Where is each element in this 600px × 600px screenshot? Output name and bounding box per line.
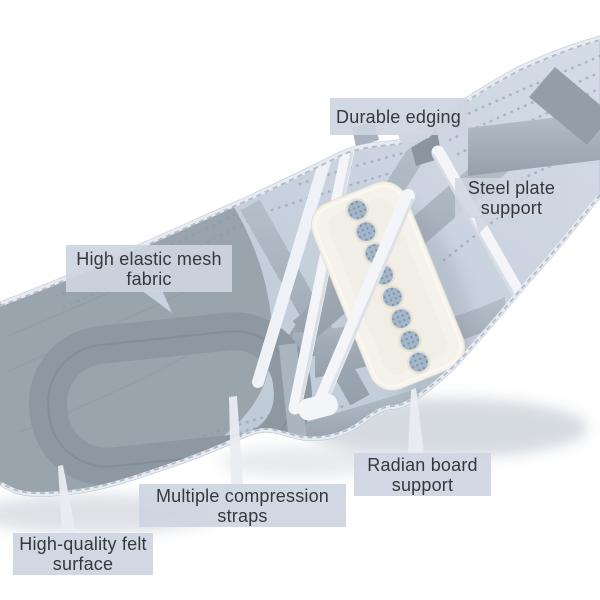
callout-label: High-quality felt: [19, 534, 147, 554]
callout-label: Radian board: [367, 454, 478, 475]
callout-pointer-steel-plate: [474, 216, 496, 234]
callout-steel-plate-support: Steel plate support: [455, 178, 568, 218]
callout-label: High elastic mesh: [76, 248, 222, 269]
callout-label: Multiple compression: [155, 485, 330, 506]
callout-multiple-compression-straps: Multiple compression straps: [139, 484, 346, 527]
radian-board: [310, 181, 473, 402]
callout-pointer-felt-surface: [58, 465, 76, 534]
callout-label: surface: [52, 554, 114, 574]
callout-label: straps: [217, 505, 268, 526]
steel-plate-strips: [252, 133, 535, 415]
steel-plate-front: [298, 189, 415, 421]
callout-high-elastic-mesh-fabric: High elastic mesh fabric: [66, 245, 232, 292]
callout-label: support: [480, 198, 543, 218]
callout-pointer-compression-straps: [229, 396, 243, 485]
callout-label: fabric: [126, 268, 172, 289]
callout-pointer-durable-edging: [398, 134, 434, 152]
callout-radian-board-support: Radian board support: [354, 453, 491, 496]
callout-label: Durable edging: [336, 106, 461, 127]
callout-label: support: [391, 474, 454, 495]
callout-pointers: [58, 134, 496, 534]
callout-durable-edging: Durable edging: [330, 98, 467, 135]
callout-pointer-radian-board: [408, 388, 424, 454]
callout-pointer-mesh-fabric: [141, 290, 172, 313]
callout-high-quality-felt-surface: High-quality felt surface: [13, 533, 153, 575]
callout-label: Steel plate: [467, 178, 556, 198]
